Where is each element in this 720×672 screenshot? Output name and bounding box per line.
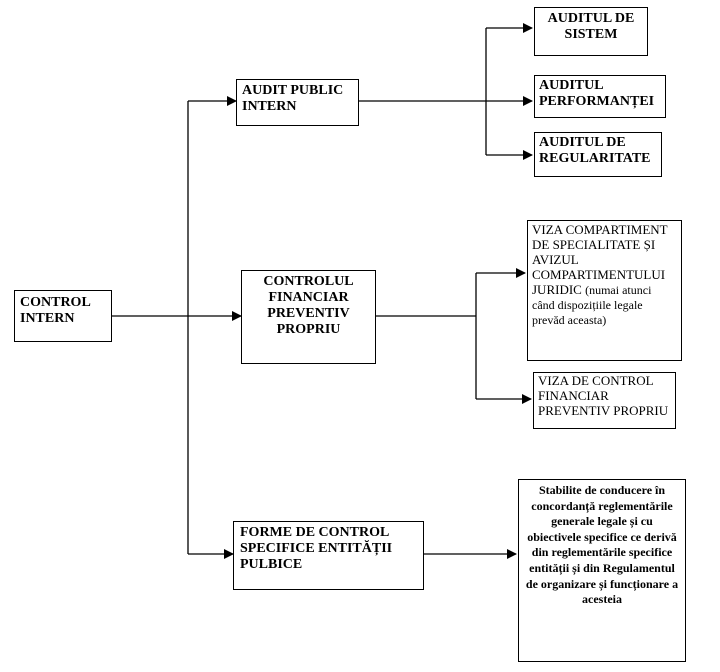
node-audit-public-intern-label: AUDIT PUBLIC INTERN	[242, 83, 344, 115]
node-forme-control: FORME DE CONTROL SPECIFICE ENTITĂȚII PUL…	[233, 521, 424, 590]
node-controlul-financiar: CONTROLUL FINANCIAR PREVENTIV PROPRIU	[241, 270, 376, 364]
node-auditul-performantei: AUDITUL PERFORMANȚEI	[534, 75, 666, 118]
node-controlul-financiar-label: CONTROLUL FINANCIAR PREVENTIV PROPRIU	[263, 274, 354, 338]
node-forme-control-label: FORME DE CONTROL SPECIFICE ENTITĂȚII PUL…	[240, 525, 393, 573]
node-control-intern-label: CONTROL INTERN	[20, 295, 91, 327]
node-stabilite: Stabilite de conducere în concordanță re…	[518, 479, 686, 662]
node-auditul-sistem-label: AUDITUL DE SISTEM	[547, 11, 635, 43]
node-viza-compartiment-note: (numai atunci când dispozițiile legale p…	[532, 282, 652, 327]
node-viza-control-label: VIZA DE CONTROL FINANCIAR PREVENTIV PROP…	[538, 373, 669, 418]
node-viza-compartiment: VIZA COMPARTIMENT DE SPECIALITATE ȘI AVI…	[527, 220, 682, 361]
node-auditul-regularitate-label: AUDITUL DE REGULARITATE	[539, 135, 651, 167]
node-auditul-regularitate: AUDITUL DE REGULARITATE	[534, 132, 662, 177]
node-viza-compartiment-label: VIZA COMPARTIMENT DE SPECIALITATE ȘI AVI…	[532, 222, 668, 297]
node-auditul-performantei-label: AUDITUL PERFORMANȚEI	[539, 78, 655, 110]
node-viza-control: VIZA DE CONTROL FINANCIAR PREVENTIV PROP…	[533, 372, 676, 429]
node-stabilite-label: Stabilite de conducere în concordanță re…	[525, 483, 679, 607]
node-audit-public-intern: AUDIT PUBLIC INTERN	[236, 79, 359, 126]
node-auditul-sistem: AUDITUL DE SISTEM	[534, 7, 648, 56]
node-control-intern: CONTROL INTERN	[14, 290, 112, 342]
